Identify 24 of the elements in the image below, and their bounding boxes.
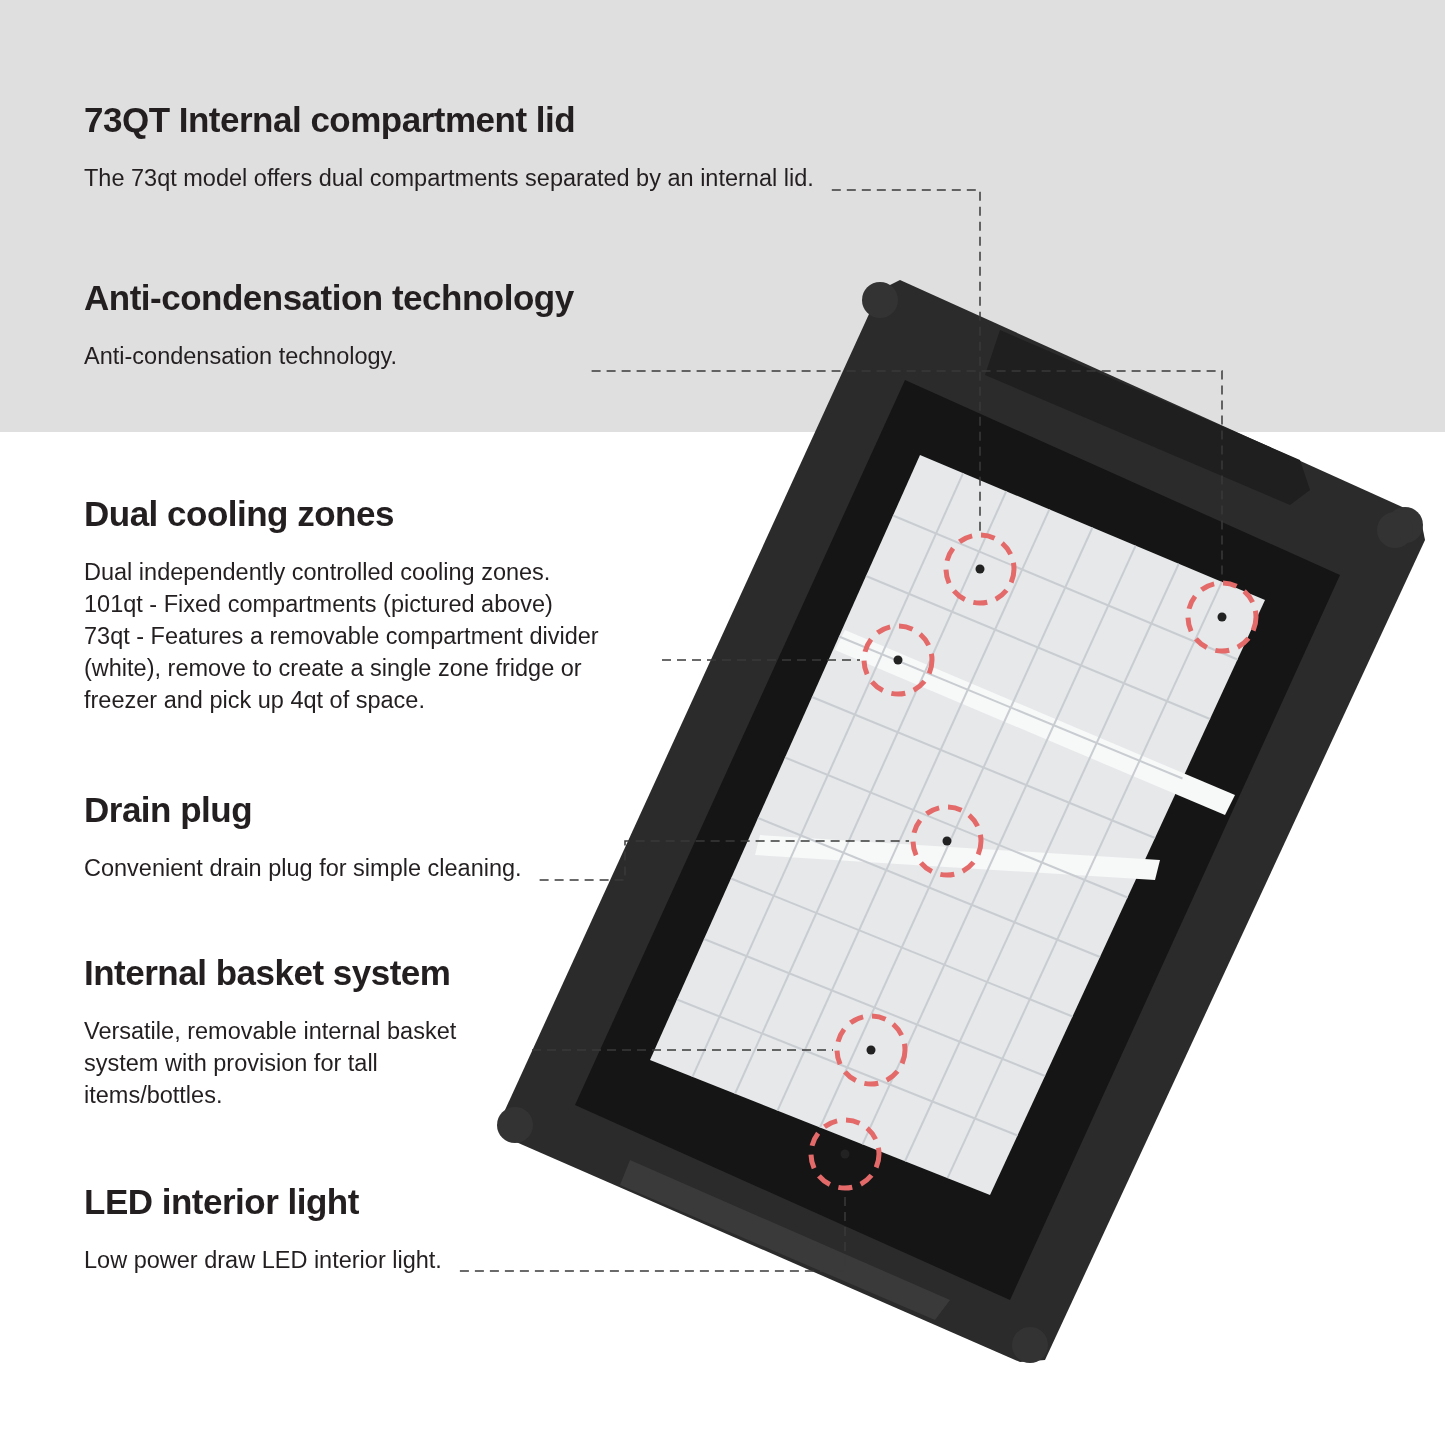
feature-heading: Dual cooling zones xyxy=(84,494,395,534)
leader-line xyxy=(531,1049,834,1051)
callout-marker xyxy=(1184,579,1260,655)
callout-marker xyxy=(942,531,1018,607)
feature-description: The 73qt model offers dual compartments separated by an internal lid. xyxy=(84,164,814,193)
feature-description: Low power draw LED interior light. xyxy=(84,1246,442,1275)
callout-marker xyxy=(909,803,985,879)
feature-heading: Internal basket system xyxy=(84,953,452,993)
feature-heading: Drain plug xyxy=(84,790,254,830)
feature-description: Convenient drain plug for simple cleaning. xyxy=(84,854,522,883)
leader-line xyxy=(831,189,981,532)
feature-description: Anti-condensation technology. xyxy=(84,342,399,371)
feature-heading: 73QT Internal compartment lid xyxy=(84,100,577,140)
callout-marker xyxy=(860,622,936,698)
callout-marker xyxy=(833,1012,909,1088)
feature-description: Dual independently controlled cooling zones. xyxy=(84,558,552,587)
feature-heading: Anti-condensation technology xyxy=(84,278,574,318)
feature-description: 73qt - Features a removable compartment divider (white), remove to create a single zone fridge or freezer and pick up 4qt of space. xyxy=(84,622,600,715)
leader-line xyxy=(661,659,861,661)
callout-marker xyxy=(807,1116,883,1192)
feature-description: Versatile, removable internal basket system with provision for tall items/bottles. xyxy=(84,1017,458,1110)
leader-line xyxy=(538,840,910,881)
feature-description: 101qt - Fixed compartments (pictured above) xyxy=(84,590,554,619)
feature-heading: LED interior light xyxy=(84,1182,360,1222)
